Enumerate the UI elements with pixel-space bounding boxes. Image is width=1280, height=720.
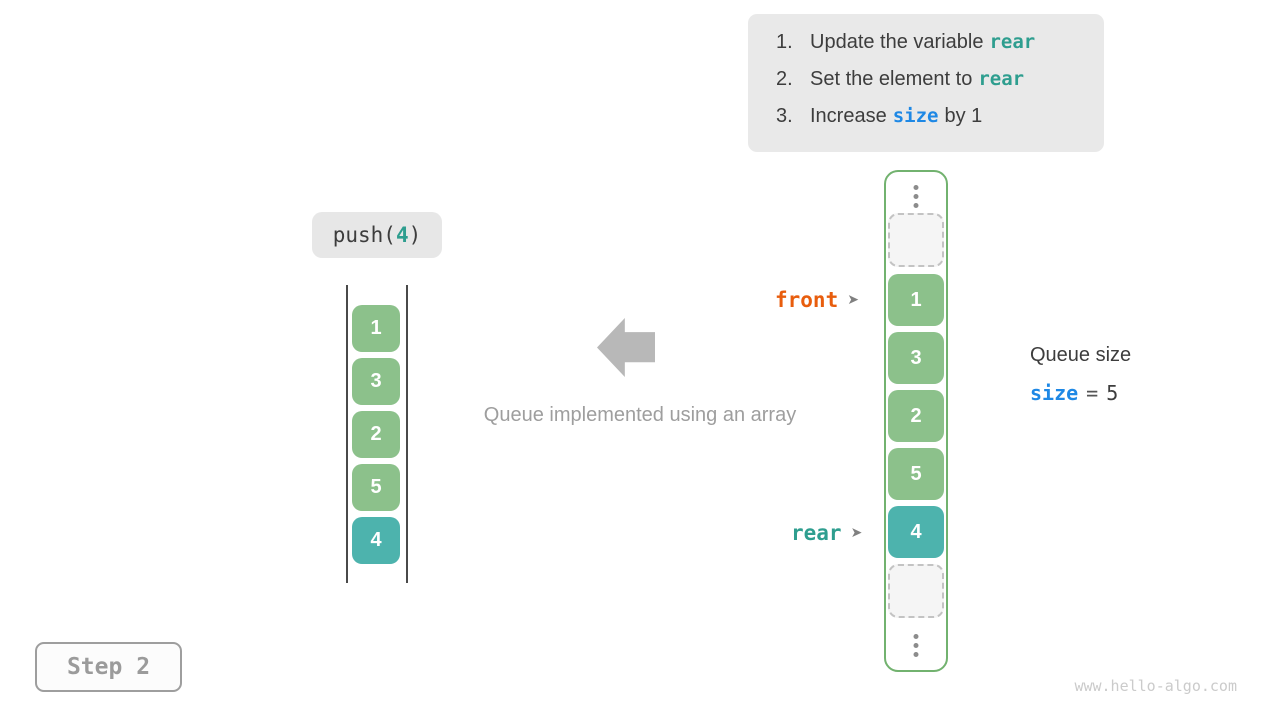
pointer-arrow-icon: ➤ — [847, 292, 859, 308]
empty-slot-top — [888, 213, 944, 267]
queue-size-title: Queue size — [1030, 344, 1132, 366]
queue-cell: 3 — [888, 332, 944, 384]
watermark: www.hello-algo.com — [1074, 677, 1237, 695]
left-array-cell: 2 — [352, 411, 400, 458]
step-badge: Step 2 — [35, 642, 182, 692]
queue-size-panel: Queue size size = 5 — [1030, 344, 1131, 405]
instruction-box: 1. Update the variable rear 2. Set the e… — [748, 14, 1104, 152]
front-pointer-label: front — [775, 288, 839, 312]
operation-close: ) — [408, 223, 422, 247]
array-rail-right — [406, 285, 408, 583]
code-token-size: size — [892, 105, 939, 127]
left-array-cell-new: 4 — [352, 517, 400, 564]
instruction-step-3: 3. Increase size by 1 — [776, 105, 1104, 142]
diagram-caption: Queue implemented using an array — [483, 404, 797, 426]
step-text-after: by 1 — [944, 105, 983, 127]
queue-cell: 1 — [888, 274, 944, 326]
front-pointer: front ➤ — [775, 287, 859, 313]
operation-arg: 4 — [395, 223, 409, 247]
left-array-cell: 1 — [352, 305, 400, 352]
left-array-cell: 3 — [352, 358, 400, 405]
ellipsis-top-icon — [913, 185, 919, 208]
step-text: Update the variable — [810, 31, 984, 53]
instruction-step-2: 2. Set the element to rear — [776, 68, 1104, 105]
step-text: Set the element to — [810, 68, 973, 90]
step-number: 3. — [776, 105, 793, 127]
queue-cell-rear: 4 — [888, 506, 944, 558]
step-number: 1. — [776, 31, 793, 53]
size-value: 5 — [1106, 381, 1119, 405]
rear-pointer-label: rear — [791, 521, 842, 545]
queue-cell: 2 — [888, 390, 944, 442]
queue-size-value-line: size = 5 — [1030, 381, 1131, 405]
queue-cell: 5 — [888, 448, 944, 500]
instruction-step-1: 1. Update the variable rear — [776, 31, 1104, 68]
operation-badge: push(4) — [312, 212, 442, 258]
queue-array-container: 1 3 2 5 4 — [884, 170, 948, 672]
array-rail-left — [346, 285, 348, 583]
left-block-arrow-icon — [597, 318, 655, 377]
step-number: 2. — [776, 68, 793, 90]
code-token-rear: rear — [989, 31, 1036, 53]
operation-func: push( — [332, 223, 396, 247]
size-variable: size — [1030, 381, 1079, 405]
empty-slot-bottom — [888, 564, 944, 618]
left-array: 1 3 2 5 4 — [352, 305, 400, 564]
equals-sign: = — [1086, 381, 1099, 405]
pointer-arrow-icon: ➤ — [850, 525, 863, 541]
ellipsis-bottom-icon — [913, 634, 919, 657]
left-array-cell: 5 — [352, 464, 400, 511]
rear-pointer: rear ➤ — [791, 520, 862, 546]
code-token-rear: rear — [978, 68, 1025, 90]
step-text: Increase — [810, 105, 887, 127]
